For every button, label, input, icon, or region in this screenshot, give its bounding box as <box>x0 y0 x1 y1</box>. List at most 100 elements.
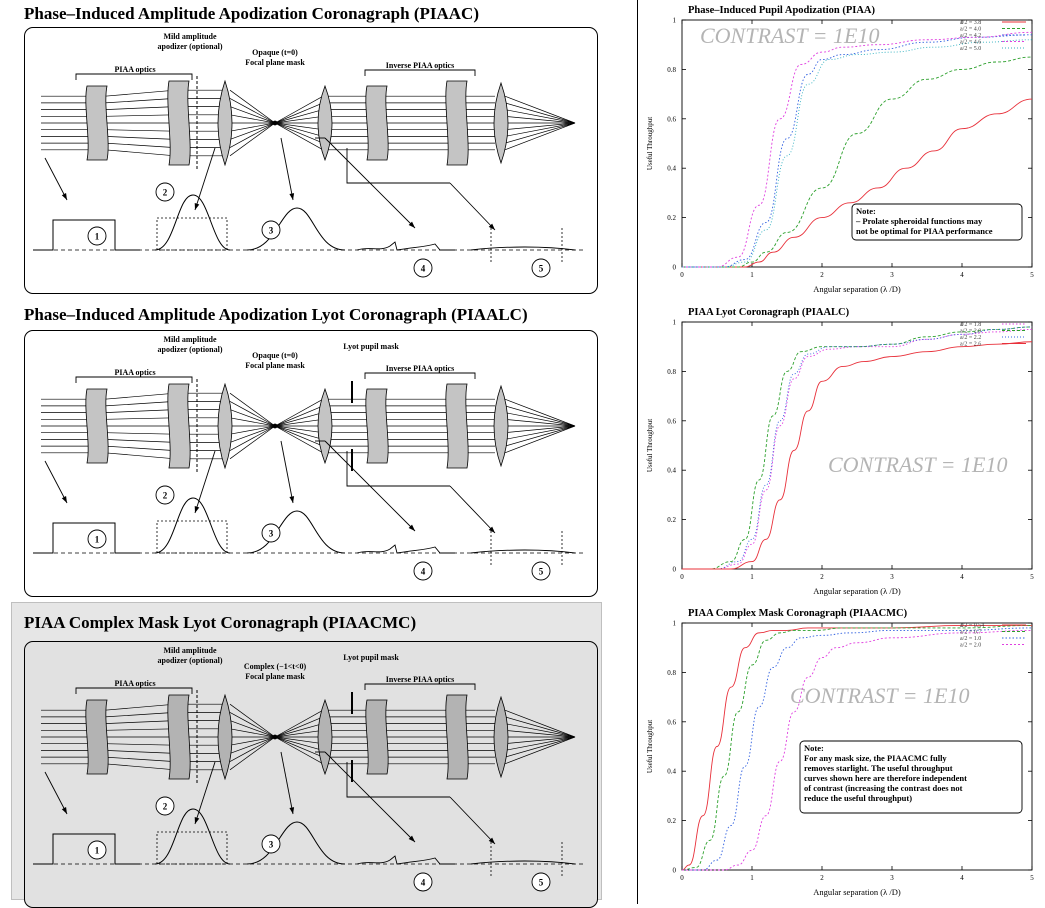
inverse-piaa-lens-2 <box>445 383 469 469</box>
callout-arrow <box>194 450 216 514</box>
beam-ray <box>274 425 324 454</box>
apodized-box <box>156 217 228 251</box>
collimating-lens <box>317 84 333 162</box>
callout-arrow <box>44 771 68 815</box>
piaa-optics-bracket <box>75 73 193 80</box>
note-box <box>851 203 1023 241</box>
beam-ray <box>104 149 176 157</box>
inverse-piaa-label: Inverse PIAA optics <box>386 364 454 373</box>
step-number: 2 <box>163 802 168 812</box>
callout-line <box>346 148 450 184</box>
beam-ray <box>504 425 576 440</box>
apodized-box <box>156 520 228 554</box>
beam-ray <box>104 452 176 460</box>
step-number-circle <box>261 523 281 543</box>
output-profile <box>470 860 576 865</box>
beam-ray <box>274 709 324 738</box>
step-number: 4 <box>421 264 426 274</box>
lyot-profile <box>356 544 455 554</box>
series-line <box>681 627 1033 871</box>
y-tick-label: 1 <box>673 620 677 628</box>
beam-ray <box>504 109 576 124</box>
beam-ray <box>229 98 276 124</box>
legend-label: a/2 = 1.0 <box>960 636 981 642</box>
callout-arrowhead <box>61 807 67 814</box>
beam-ray <box>504 398 576 427</box>
apodized-box <box>156 831 228 865</box>
column-divider <box>637 0 638 904</box>
note-text: removes starlight. The useful throughput <box>804 763 953 773</box>
callout-arrow <box>449 796 496 845</box>
beam-ray <box>229 409 276 427</box>
legend-label: a/2 = 4.6 <box>960 40 981 46</box>
beam-ray <box>229 736 276 746</box>
plot-frame <box>681 321 1033 570</box>
step-number-circle <box>261 834 281 854</box>
callout-arrow <box>280 137 294 201</box>
pupil-profile <box>33 522 140 554</box>
step-number: 5 <box>539 567 544 577</box>
y-tick-label: 0.4 <box>667 467 676 475</box>
y-axis-label: Useful Throughput <box>646 419 654 472</box>
beam-ray <box>229 736 276 754</box>
lyot-mask-label: Lyot pupil mask <box>343 653 399 662</box>
focusing-lens <box>217 382 233 470</box>
inverse-piaa-lens-1 <box>365 85 389 161</box>
x-tick-label: 4 <box>960 874 964 882</box>
beam-ray <box>504 709 576 738</box>
series-line <box>681 341 1033 570</box>
piaa-optics-label: PIAA optics <box>114 368 155 377</box>
x-tick-label: 2 <box>820 874 824 882</box>
beam-ray <box>104 129 176 132</box>
beam-ray <box>229 122 276 157</box>
piaa-lens-2 <box>167 694 191 780</box>
beam-ray <box>504 425 576 447</box>
piaa-lens-1 <box>85 85 109 161</box>
beam-ray <box>104 756 176 762</box>
apodized-profile <box>154 194 231 251</box>
legend-label: a/2 = 2.0 <box>960 329 981 335</box>
beam-ray <box>104 439 176 443</box>
beam-ray <box>274 729 324 738</box>
beam-ray <box>229 736 276 762</box>
output-lens <box>493 384 509 468</box>
step-number-circle <box>155 796 175 816</box>
lyot-profile <box>356 855 455 865</box>
beam-ray <box>274 122 324 131</box>
beam-ray <box>229 392 276 427</box>
beam-ray <box>504 122 576 151</box>
inverse-piaa-label: Inverse PIAA optics <box>386 61 454 70</box>
beam-ray <box>274 425 324 434</box>
psf-profile <box>246 821 346 865</box>
step-number-circle <box>87 529 107 549</box>
inverse-piaa-lens-1 <box>365 388 389 464</box>
beam-ray <box>504 729 576 738</box>
focusing-lens <box>217 79 233 167</box>
beam-ray <box>274 736 324 751</box>
callout-arrowhead <box>61 193 67 200</box>
psf-profile <box>246 510 346 554</box>
callout-arrowhead <box>488 837 495 844</box>
beam-ray <box>504 736 576 765</box>
callout-arrow <box>324 440 416 532</box>
pupil-profile <box>33 219 140 251</box>
x-tick-label: 4 <box>960 573 964 581</box>
legend-label: a/2 = 4.0 <box>960 27 981 33</box>
beam-ray <box>274 418 324 427</box>
beam-ray <box>104 392 176 400</box>
step-number: 3 <box>269 226 274 236</box>
beam-ray <box>504 736 576 751</box>
beam-ray <box>504 723 576 738</box>
beam-ray <box>274 412 324 427</box>
step-number: 4 <box>421 567 426 577</box>
focal-plane-mask <box>272 120 278 126</box>
note-text: of contrast (increasing the contrast doe… <box>804 783 963 793</box>
x-tick-label: 5 <box>1030 874 1034 882</box>
x-axis-label: Angular separation (λ /D) <box>813 284 901 294</box>
output-lens <box>493 81 509 165</box>
beam-ray <box>504 736 576 745</box>
inverse-piaa-lens-2 <box>445 694 469 780</box>
y-tick-label: 0.8 <box>667 669 676 677</box>
